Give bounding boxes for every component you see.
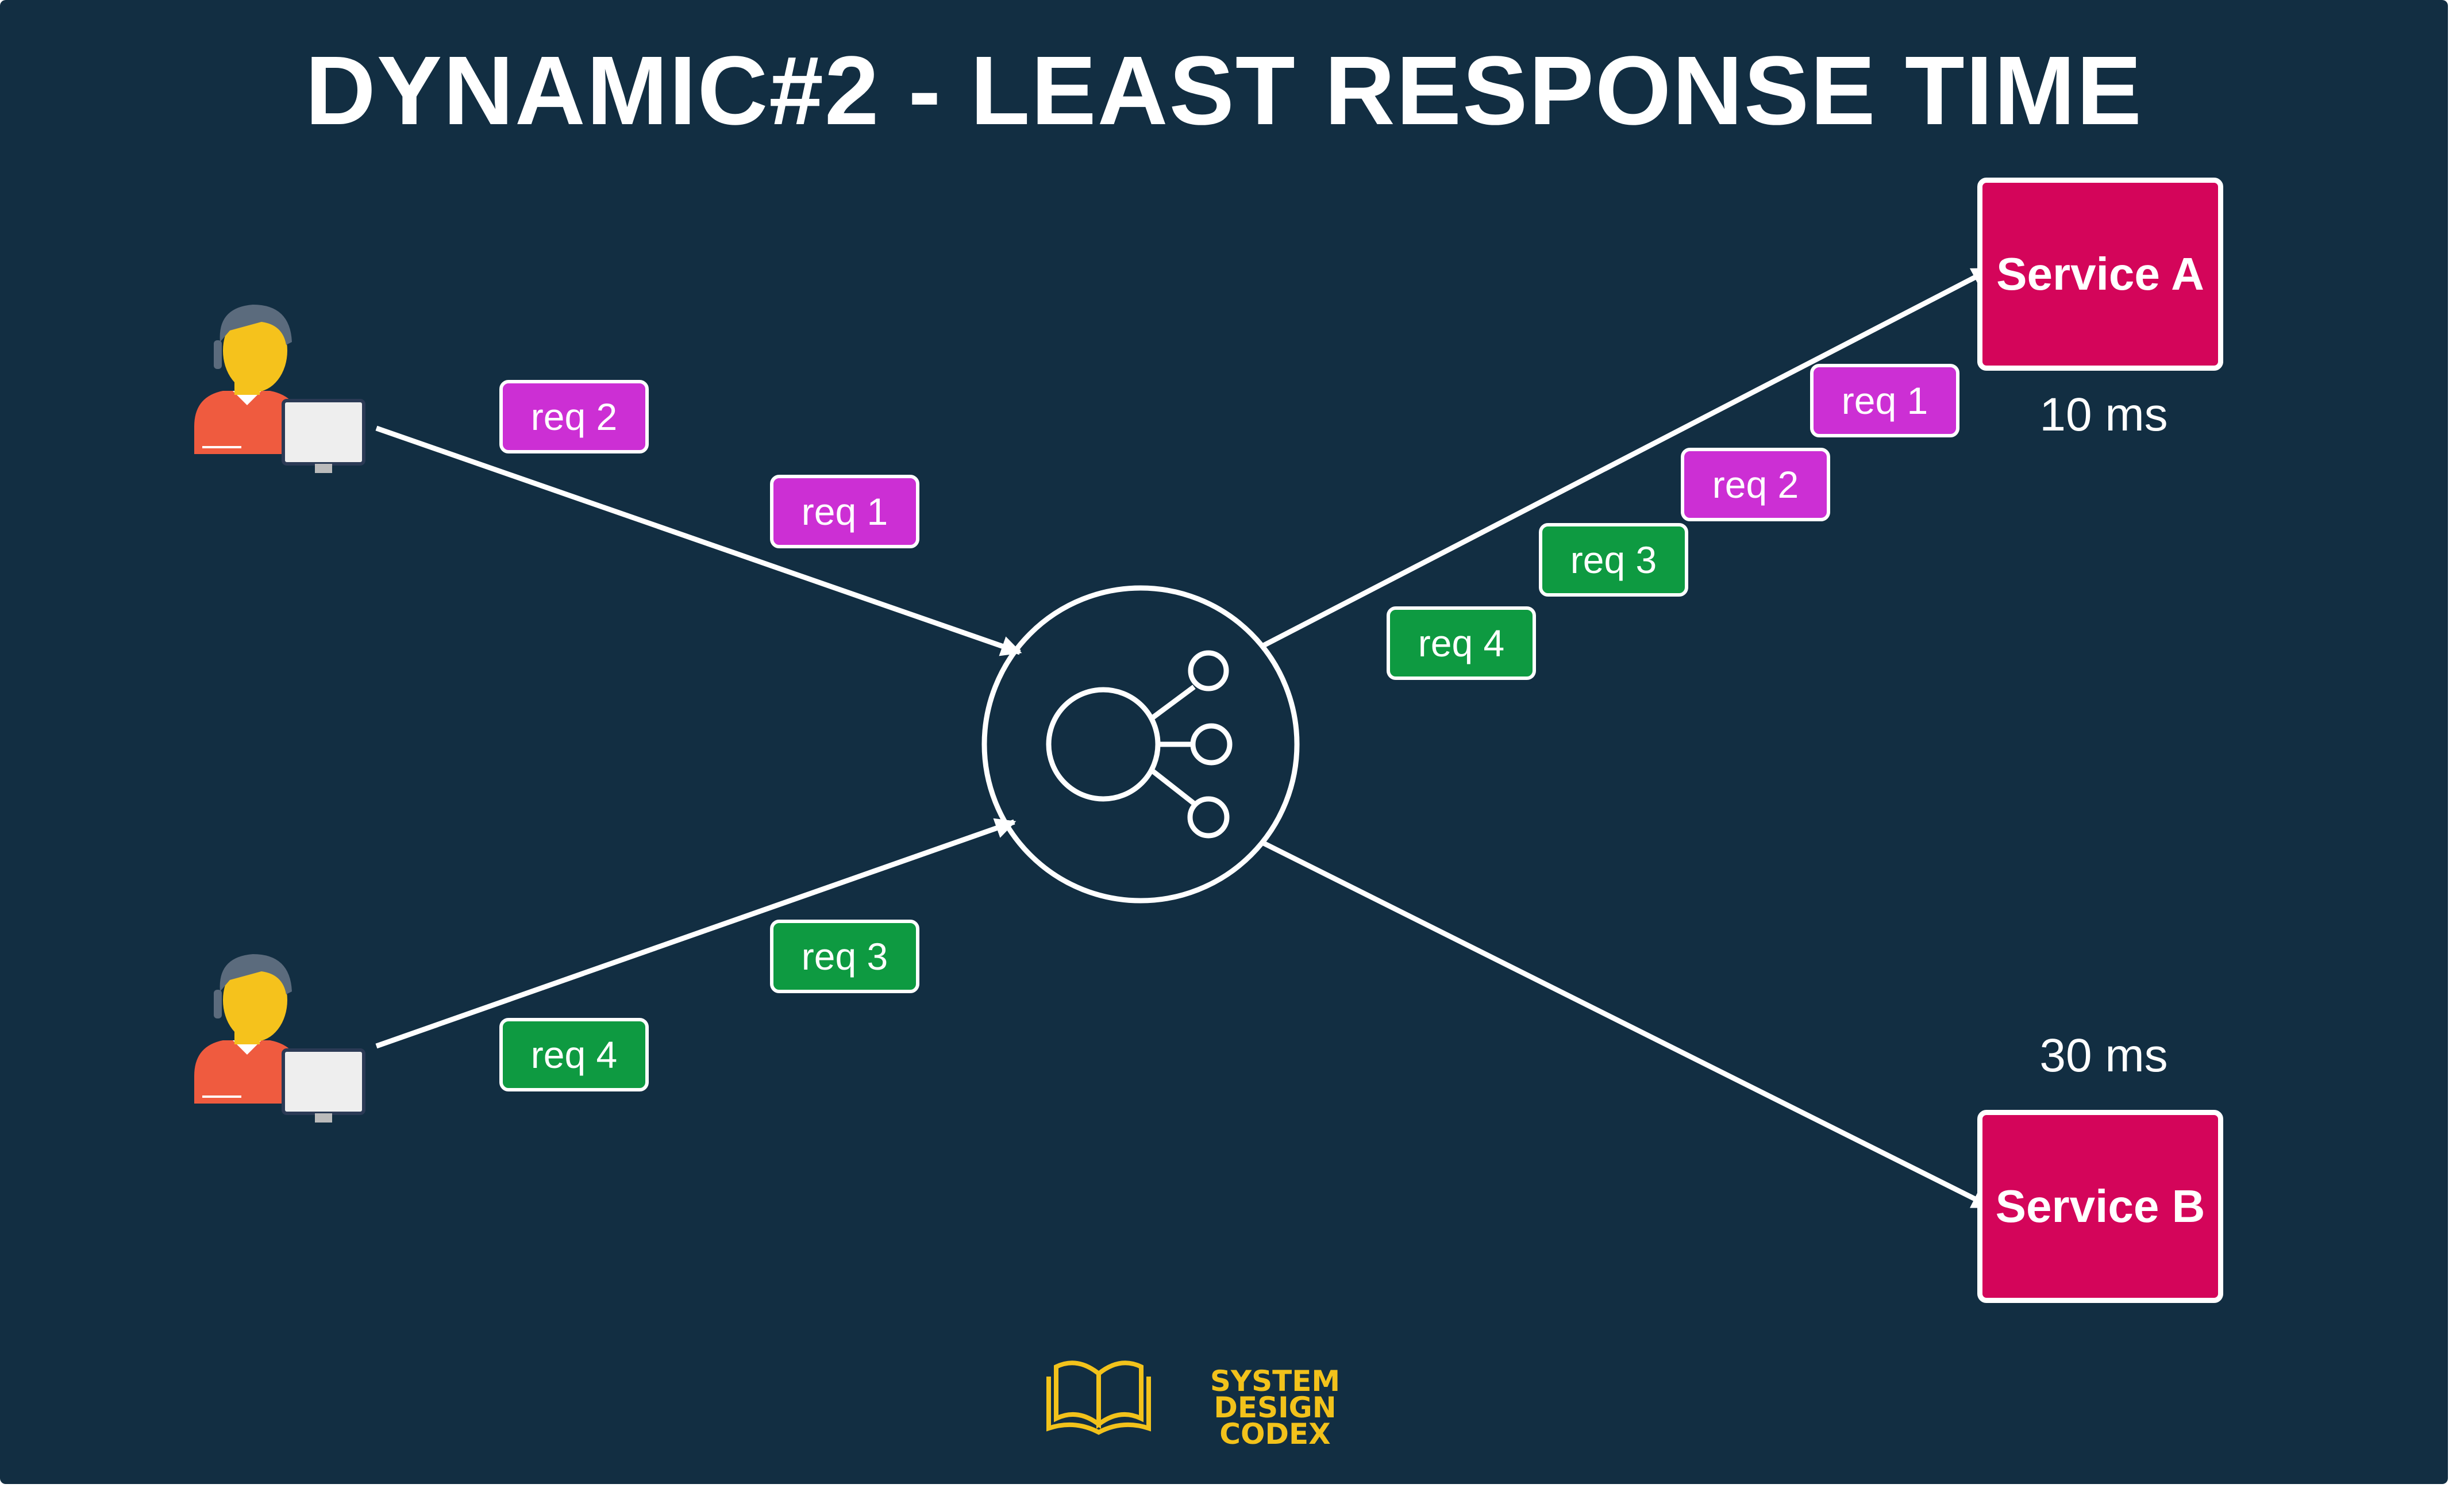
service-a-box: Service A xyxy=(1977,178,2223,371)
request-tag: req 3 xyxy=(1539,523,1688,597)
request-tag: req 1 xyxy=(1810,364,1959,437)
service-b-latency: 30 ms xyxy=(2039,1029,2168,1082)
request-tag: req 4 xyxy=(499,1018,649,1091)
open-book-icon xyxy=(1046,1360,1151,1435)
request-tag: req 2 xyxy=(1681,448,1830,521)
diagram-title: DYNAMIC#2 - LEAST RESPONSE TIME xyxy=(305,36,2143,145)
request-tag: req 4 xyxy=(1387,606,1536,680)
request-tag: req 2 xyxy=(499,380,649,453)
logo-line-2: CODEX xyxy=(1219,1417,1331,1451)
arrow-lb-to-service-b xyxy=(1260,839,1993,1210)
service-a-latency: 10 ms xyxy=(2039,389,2168,441)
arrow-client1-to-lb xyxy=(375,425,1022,656)
load-balancer-icon xyxy=(981,585,1300,904)
user-at-computer-icon xyxy=(194,954,365,1123)
logo-line-1: SYSTEM DESIGN xyxy=(1210,1364,1341,1424)
user-at-computer-icon xyxy=(194,305,365,473)
service-b-box: Service B xyxy=(1977,1110,2223,1303)
arrow-lb-to-service-a xyxy=(1260,267,1993,649)
request-tag: req 3 xyxy=(770,920,919,993)
arrow-client2-to-lb xyxy=(375,818,1017,1049)
logo-text: SYSTEM DESIGN CODEX xyxy=(1149,1364,1402,1451)
request-tag: req 1 xyxy=(770,475,919,548)
